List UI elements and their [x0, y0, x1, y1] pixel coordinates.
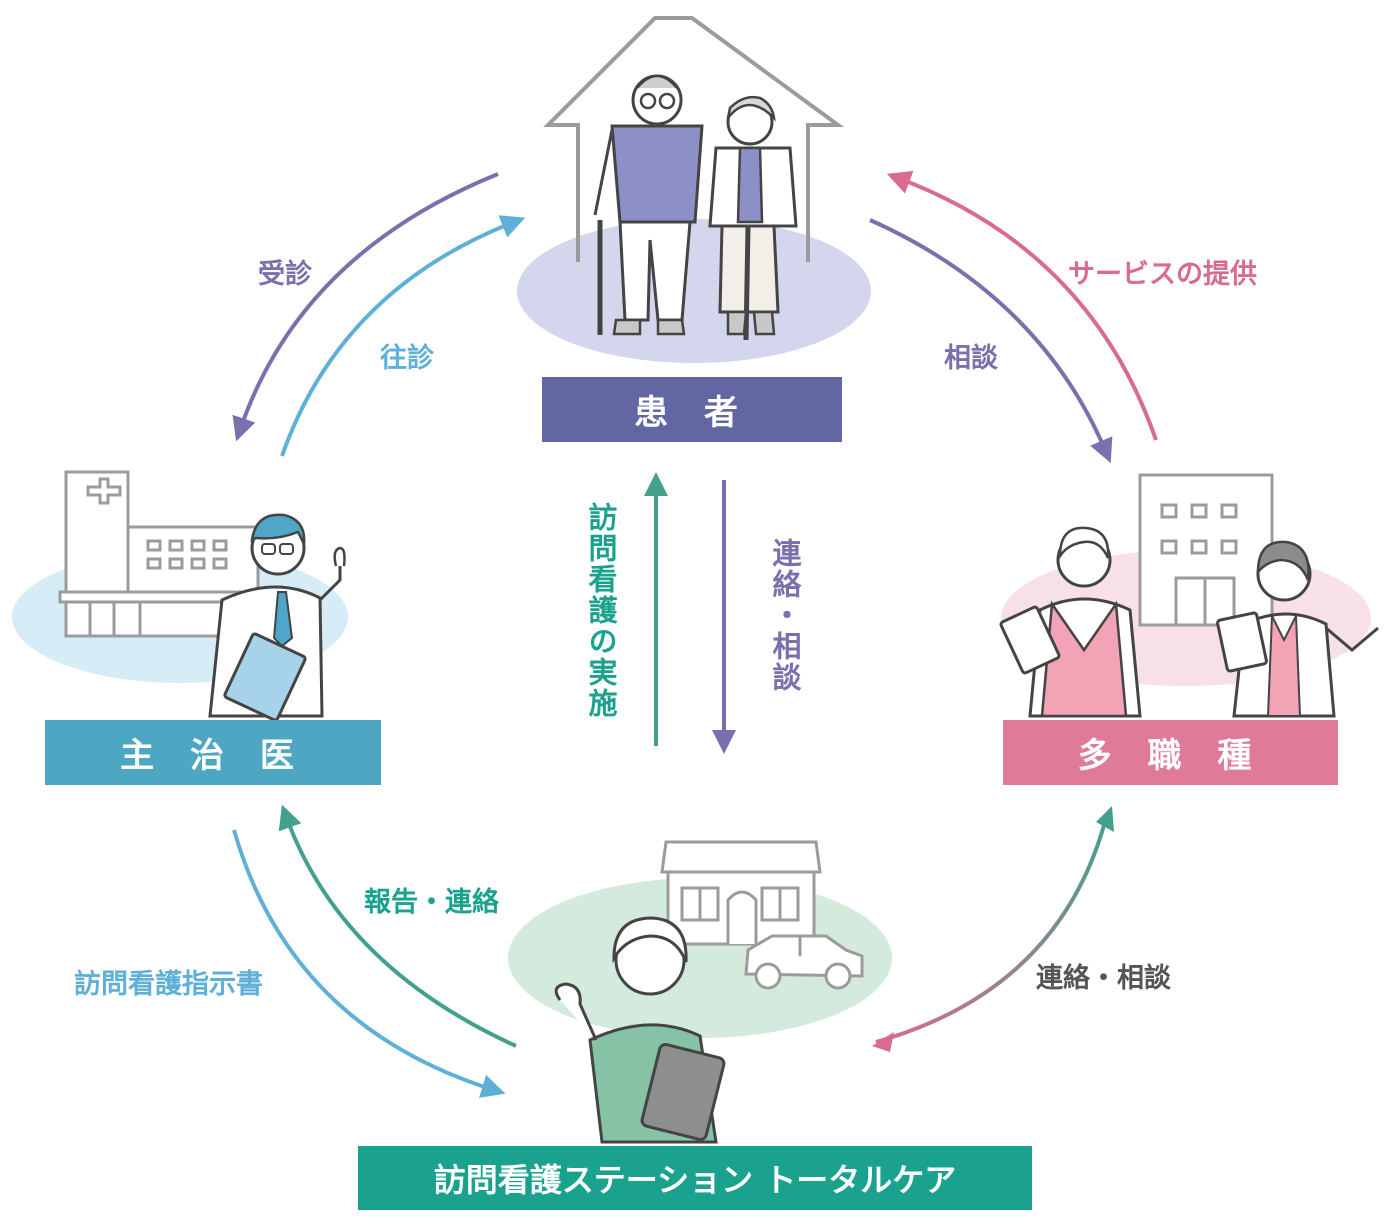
arrow-service — [886, 170, 1158, 441]
office-building-icon — [1138, 473, 1274, 627]
arrow-houkoku — [278, 804, 517, 1048]
car-icon — [744, 934, 864, 990]
edge-label-shijisho: 訪問看護指示書 — [74, 969, 263, 1000]
elderly-woman-icon — [708, 95, 798, 341]
station-house-icon — [660, 840, 822, 946]
edge-label-renraku-soudan-center: 連絡・相談 — [768, 538, 802, 693]
station-label: 訪問看護ステーション トータルケア — [358, 1146, 1032, 1210]
patient-label: 患 者 — [542, 377, 842, 442]
arrow-jushin — [232, 172, 499, 442]
doctor-illustration — [12, 470, 348, 722]
edge-label-oushin: 往診 — [380, 343, 434, 374]
patient-illustration — [517, 16, 871, 363]
edge-label-jushin: 受診 — [258, 259, 312, 290]
edge-label-renraku-soudan-right: 連絡・相談 — [1036, 963, 1171, 994]
edge-label-service: サービスの提供 — [1068, 259, 1257, 290]
arrowhead-right-down — [872, 1032, 894, 1052]
arrow-shijisho — [232, 829, 506, 1098]
edge-label-soudan: 相談 — [944, 343, 998, 374]
multidisciplinary-illustration — [999, 473, 1379, 718]
staff-woman-icon — [1216, 540, 1379, 718]
nurse-figure-icon — [554, 916, 726, 1144]
arrow-soudan — [869, 218, 1113, 464]
elderly-man-icon — [593, 74, 704, 336]
edge-label-houkoku: 報告・連絡 — [364, 887, 499, 918]
multidisciplinary-label: 多 職 種 — [1003, 720, 1338, 785]
arrowhead-right-up — [1096, 806, 1114, 832]
station-illustration — [508, 840, 892, 1144]
arrow-renraku-soudan-right — [875, 817, 1108, 1044]
edge-label-houmon-jisshi: 訪問看護の実施 — [584, 502, 618, 719]
arrow-oushin — [280, 215, 526, 457]
doctor-label: 主 治 医 — [45, 720, 381, 785]
care-worker-icon — [999, 526, 1142, 718]
doctor-figure-icon — [208, 513, 346, 722]
